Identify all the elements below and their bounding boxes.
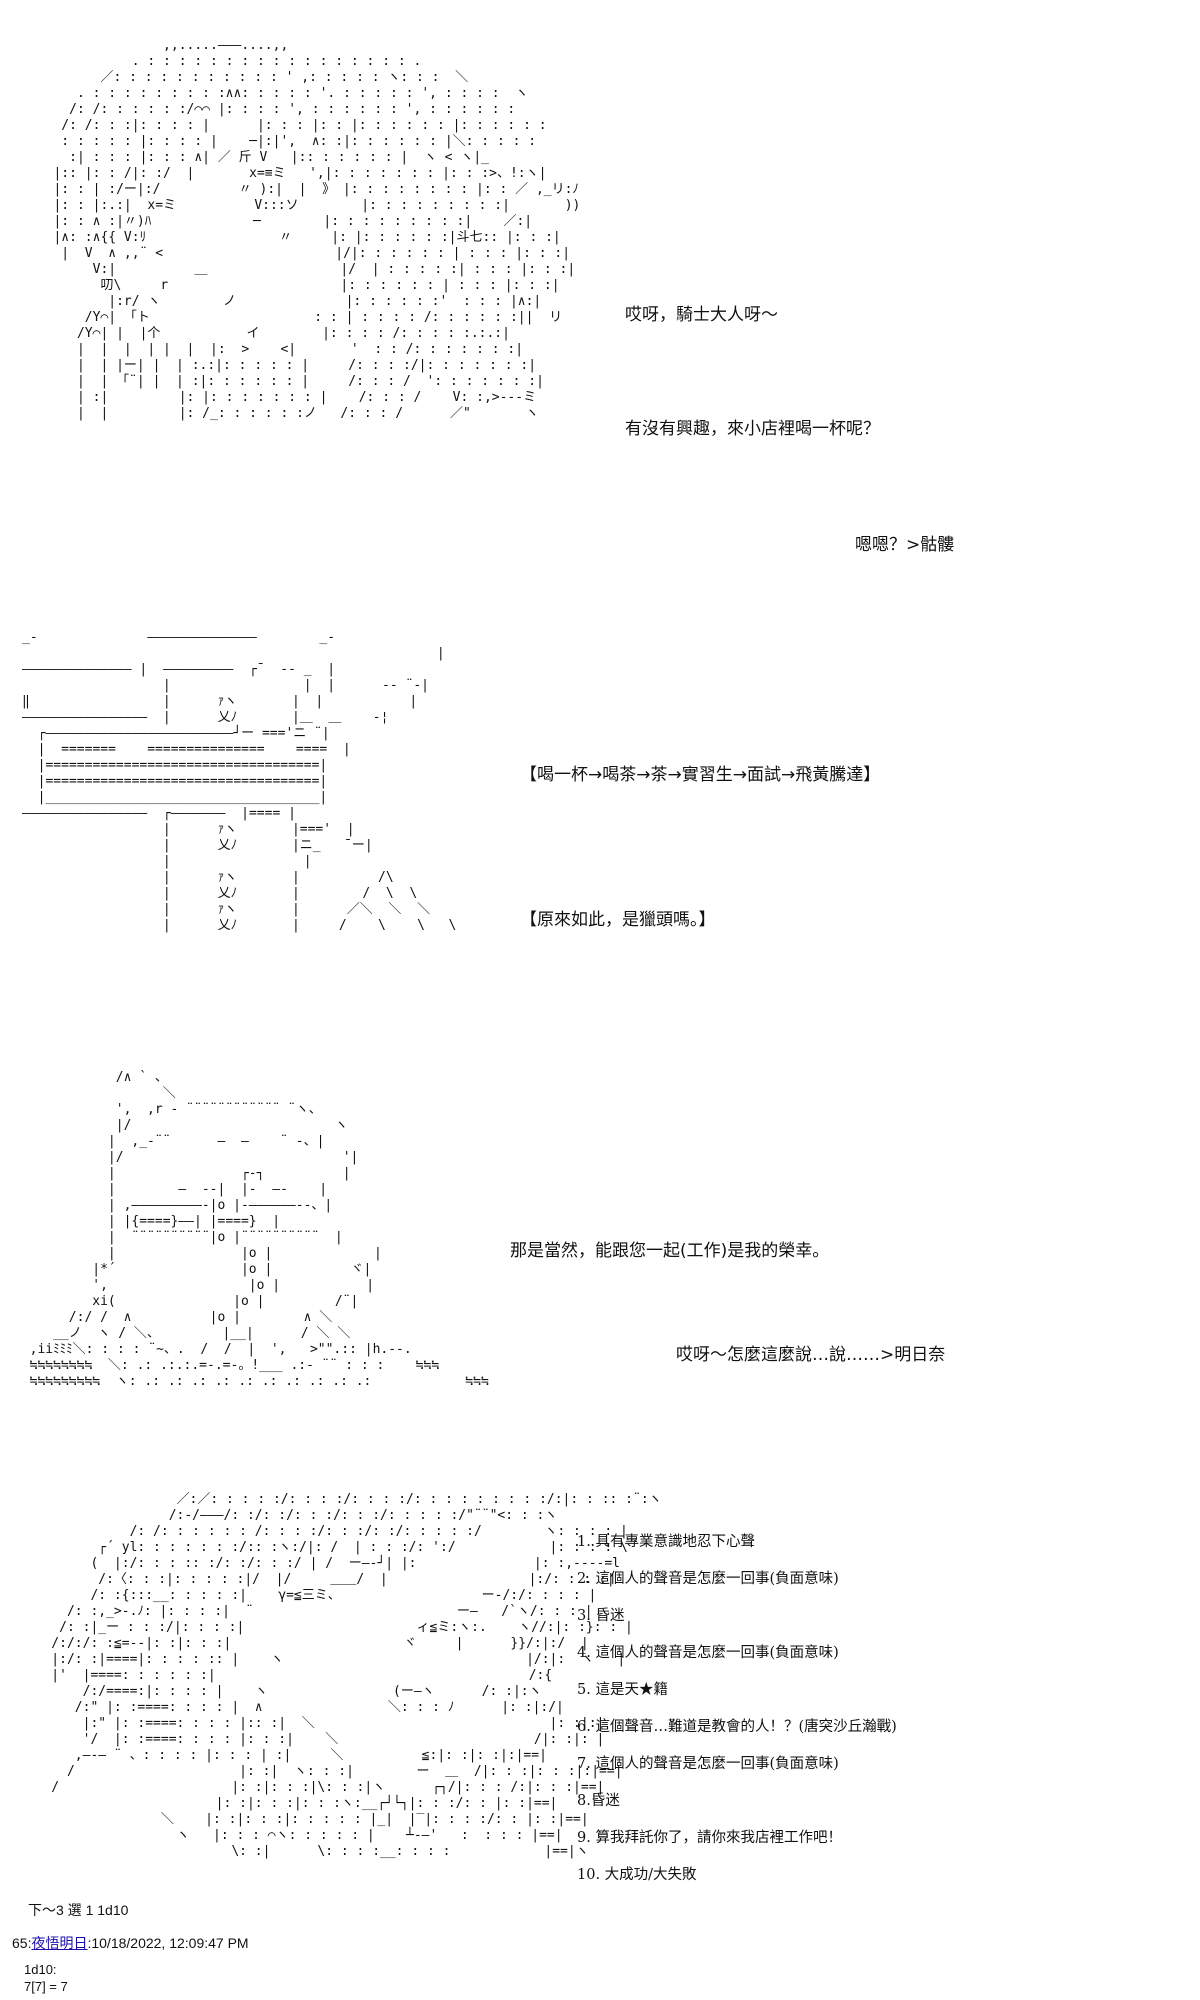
post-number: 65:	[12, 1935, 32, 1951]
ascii-art-smiling-girl: ／:／: : : : :/: : : :/: : : :/: : : : : :…	[51, 1492, 662, 1859]
dialogue-line: 有沒有興趣，來小店裡喝一杯呢？	[625, 419, 880, 439]
dialogue-line: 那是當然，能跟您一起(工作)是我的榮幸。	[510, 1241, 830, 1261]
dialogue-line: 嗯嗯？>骷髏	[855, 535, 955, 555]
choice-item: 7. 這個人的聲音是怎麼一回事(負面意味)	[577, 1756, 839, 1772]
dice-roll-result: 7[7] = 7	[24, 1979, 68, 1994]
choice-item: 6. 這個聲音…難道是教會的人！？(唐突沙丘瀚戰)	[577, 1719, 897, 1735]
author-link[interactable]: 夜悟明日	[31, 1935, 88, 1951]
ascii-art-knight: /∧ ` 、 ＼ ', ,r ‐ ¨¨¨¨¨¨¨¨¨¨¨¨ ¨ヽ、 |/ ヽ |…	[29, 1070, 489, 1389]
ascii-art-shop-sign: _- ―――――――――――――― _- | ―――――――――――――― | …	[22, 630, 457, 933]
choice-item: 9. 算我拜託你了，請你來我店裡工作吧！	[577, 1830, 842, 1846]
choice-item: 8.昏迷	[577, 1793, 620, 1809]
choice-item: 2. 這個人的聲音是怎麼一回事(負面意味)	[577, 1571, 839, 1587]
choice-item: 5. 這是天★籍	[577, 1682, 668, 1698]
post-datetime: :10/18/2022, 12:09:47 PM	[87, 1935, 249, 1951]
dialogue-line: 哎呀，騎士大人呀～	[625, 305, 778, 325]
dialogue-line: 哎呀～怎麼這麼說…說……>明日奈	[676, 1345, 946, 1365]
vote-instruction: 下～3 選 1 1d10	[28, 1902, 129, 1918]
dice-roll-label: 1d10:	[24, 1962, 57, 1977]
ascii-art-girl: ,,.....―――....,, . : : : : : : : : : : :…	[53, 38, 581, 421]
choice-item: 4. 這個人的聲音是怎麼一回事(負面意味)	[577, 1645, 839, 1661]
choice-item: 3. 昏迷	[577, 1608, 625, 1624]
narration-line: 【原來如此，是獵頭嗎。】	[520, 910, 716, 930]
choice-item: 1. 具有專業意識地忍下心聲	[577, 1534, 755, 1550]
narration-line: 【喝一杯→喝茶→茶→實習生→面試→飛黃騰達】	[520, 765, 881, 785]
post-header: 65:夜悟明日:10/18/2022, 12:09:47 PM	[12, 1933, 249, 1953]
choice-item: 10. 大成功/大失敗	[577, 1867, 697, 1883]
